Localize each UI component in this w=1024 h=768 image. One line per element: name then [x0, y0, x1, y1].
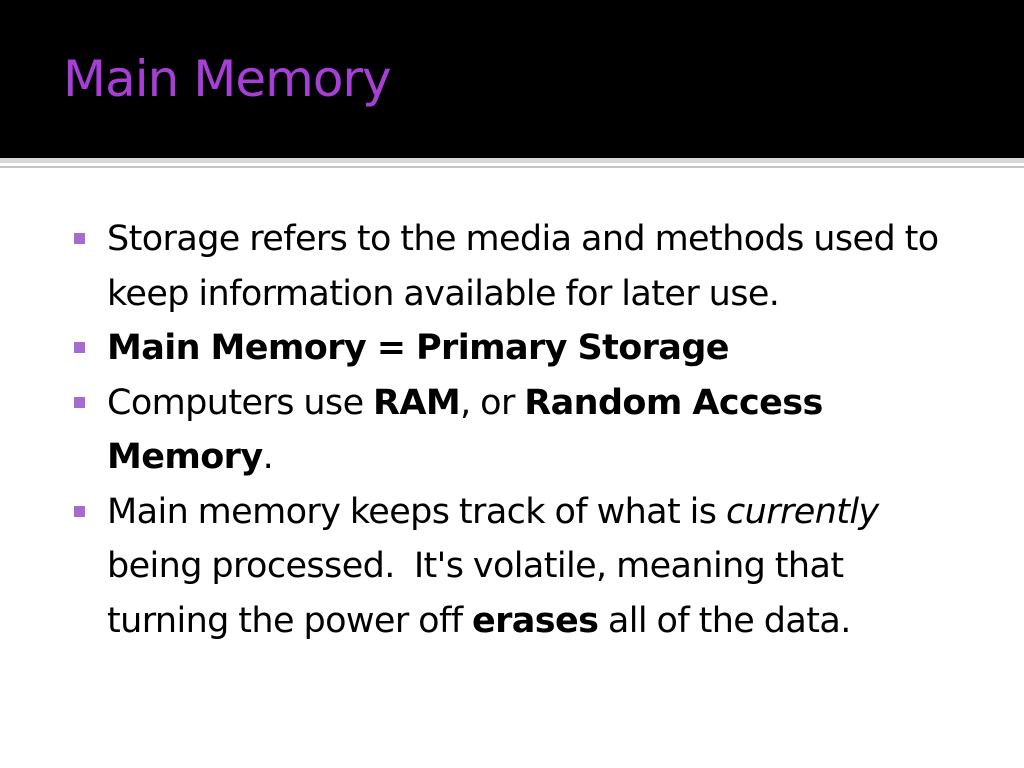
bullet-item-main-memory: Main Memory = Primary Storage	[74, 321, 974, 376]
bullet-text: being processed. It's volatile, meaning …	[107, 491, 889, 641]
bullet-text: Storage refers to the media and methods …	[107, 219, 939, 314]
bullet-item-volatile: Main memory keeps track of what is curre…	[74, 485, 974, 649]
bullet-text: .	[262, 437, 274, 477]
bullet-text: , or	[460, 382, 525, 423]
bullet-text-italic: currently	[725, 491, 879, 532]
bullet-text: all of the data.	[598, 600, 851, 641]
slide-title: Main Memory	[63, 50, 392, 108]
title-divider	[0, 158, 1024, 163]
bullet-text-bold: RAM	[373, 382, 461, 423]
bullet-item-ram: Computers use RAM, or Random Access Memo…	[74, 376, 974, 485]
bullet-list: Storage refers to the media and methods …	[74, 212, 974, 648]
title-band: Main Memory	[0, 0, 1024, 158]
bullet-text-bold: Main Memory = Primary Storage	[107, 328, 730, 368]
square-bullet-icon	[74, 233, 85, 244]
square-bullet-icon	[74, 396, 85, 408]
bullet-text: Computers use	[107, 382, 374, 423]
square-bullet-icon	[74, 342, 85, 353]
bullet-text-bold: Random Access Memory	[107, 382, 823, 478]
bullet-item-storage: Storage refers to the media and methods …	[74, 212, 974, 321]
square-bullet-icon	[74, 505, 85, 517]
title-divider-thin	[0, 166, 1024, 168]
bullet-text-bold: erases	[471, 600, 599, 641]
bullet-text: Main memory keeps track of what is	[107, 491, 726, 532]
